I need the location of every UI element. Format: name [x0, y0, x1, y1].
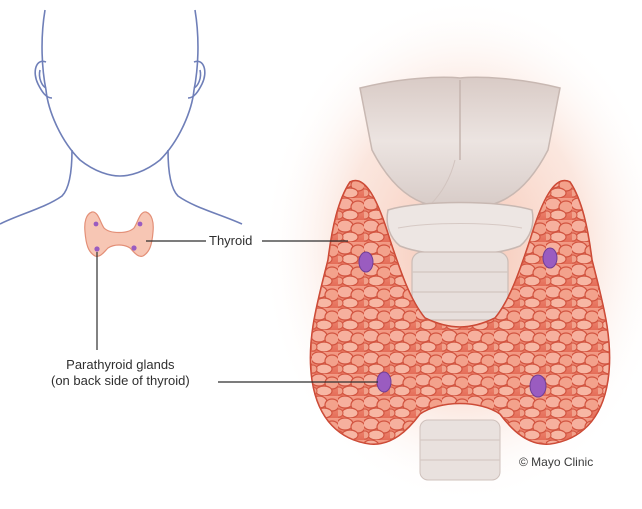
parathyroid-gland — [359, 252, 373, 272]
parathyroid-label: Parathyroid glands (on back side of thyr… — [51, 357, 190, 389]
copyright-credit: © Mayo Clinic — [519, 455, 593, 469]
small-parathyroid-dot — [94, 246, 99, 251]
parathyroid-gland — [543, 248, 557, 268]
parathyroid-label-line1: Parathyroid glands — [51, 357, 190, 373]
head-outline — [0, 10, 242, 224]
small-parathyroid-dot — [131, 245, 136, 250]
parathyroid-gland — [377, 372, 391, 392]
small-parathyroid-dot — [138, 222, 143, 227]
thyroid-label: Thyroid — [209, 233, 252, 249]
parathyroid-gland — [530, 375, 546, 397]
small-parathyroid-dot — [94, 222, 99, 227]
parathyroid-label-line2: (on back side of thyroid) — [51, 373, 190, 389]
small-thyroid-icon — [85, 212, 153, 256]
